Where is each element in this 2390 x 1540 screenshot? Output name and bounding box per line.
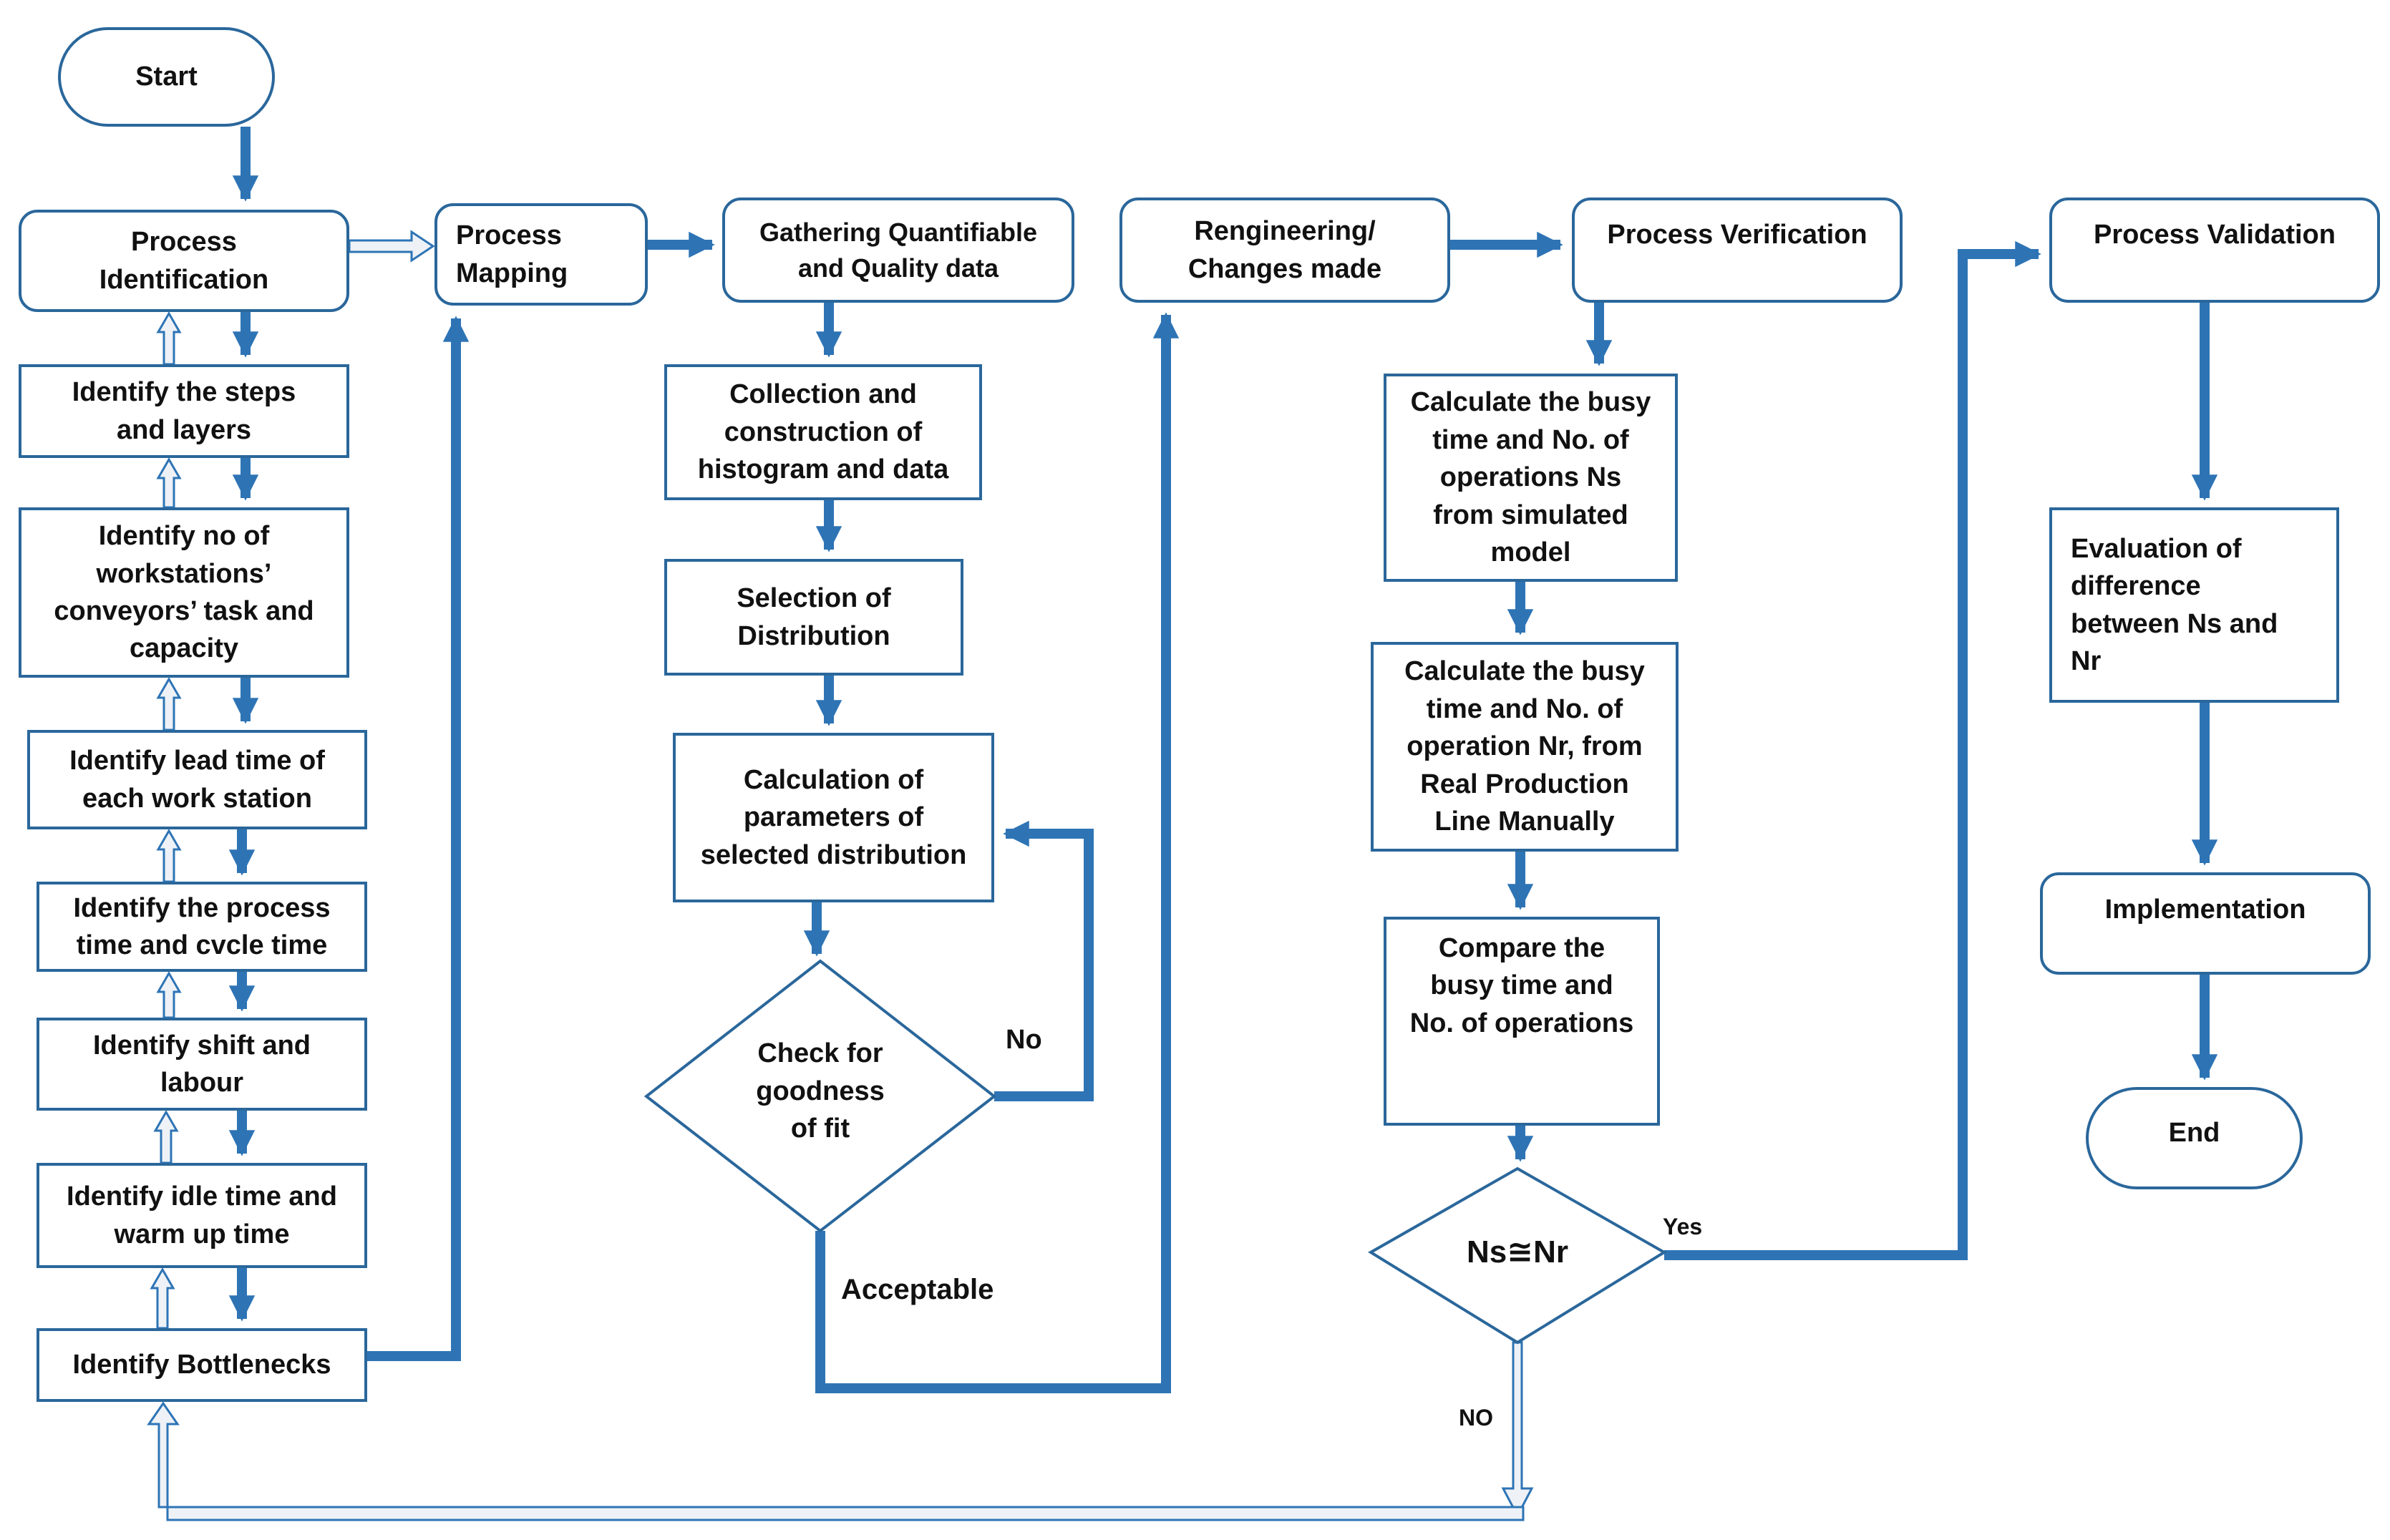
collection-histogram-box: Collection and construction of histogram… <box>664 364 982 500</box>
reengineering-box: Rengineering/ Changes made <box>1119 198 1450 303</box>
hollow-arrow-idletime-to-shift <box>153 1109 179 1164</box>
hollow-arrow-bottom-return <box>147 1401 1525 1521</box>
hollow-arrow-processtime-to-leadtime <box>156 828 182 883</box>
identify-workstations-box: Identify no of workstations’ conveyors’ … <box>19 507 349 678</box>
process-verification-box: Process Verification <box>1572 198 1903 303</box>
identify-shift-box: Identify shift and labour <box>37 1018 367 1111</box>
hollow-arrow-shift-to-processtime <box>156 970 182 1019</box>
end-terminal: End <box>2086 1087 2303 1189</box>
hollow-arrow-bottlenecks-to-idletime <box>150 1267 175 1330</box>
process-validation-box: Process Validation <box>2049 198 2380 303</box>
acceptable-label: Acceptable <box>841 1274 994 1305</box>
selection-distribution-box: Selection of Distribution <box>664 559 963 676</box>
no-label: No <box>1006 1025 1042 1055</box>
calc-nr-box: Calculate the busy time and No. of opera… <box>1371 642 1679 852</box>
calculation-parameters-box: Calculation of parameters of selected di… <box>673 733 994 902</box>
hollow-arrow-no-feedback <box>1501 1341 1534 1519</box>
arrow-yes-to-validation <box>1664 240 2041 1260</box>
arrow-bottlenecks-to-mapping <box>367 316 470 1361</box>
arrow-check-acceptable <box>815 312 1180 1393</box>
identify-idle-time-box: Identify idle time and warm up time <box>37 1163 367 1268</box>
no-upper-label: NO <box>1459 1405 1493 1431</box>
hollow-arrow-workstations-to-steps <box>156 457 182 509</box>
evaluation-box: Evaluation of difference between Ns and … <box>2049 507 2339 703</box>
identify-lead-time-box: Identify lead time of each work station <box>27 730 367 829</box>
arrow-check-no-loop <box>994 820 1094 1101</box>
identify-bottlenecks-box: Identify Bottlenecks <box>37 1328 367 1402</box>
check-goodness-diamond <box>643 959 997 1233</box>
gathering-data-box: Gathering Quantifiable and Quality data <box>722 198 1074 303</box>
process-mapping-box: Process Mapping <box>434 203 648 306</box>
implementation-box: Implementation <box>2040 872 2371 975</box>
ns-nr-diamond <box>1368 1166 1667 1345</box>
identify-process-time-box: Identify the process time and cvcle time <box>37 882 367 972</box>
hollow-arrow-identification-to-mapping <box>348 230 435 263</box>
start-terminal: Start <box>58 27 275 127</box>
ns-nr-text: Ns≅Nr <box>1466 1234 1568 1269</box>
process-identification-box: Process Identification <box>19 210 349 312</box>
hollow-arrow-leadtime-to-workstations <box>156 676 182 731</box>
identify-steps-box: Identify the steps and layers <box>19 364 349 458</box>
compare-box: Compare the busy time and No. of operati… <box>1384 917 1660 1126</box>
hollow-arrow-steps-to-identification <box>156 311 182 366</box>
yes-label: Yes <box>1663 1214 1703 1239</box>
calc-ns-box: Calculate the busy time and No. of opera… <box>1384 374 1678 582</box>
check-goodness-text: Check for goodness of fit <box>756 1038 885 1144</box>
